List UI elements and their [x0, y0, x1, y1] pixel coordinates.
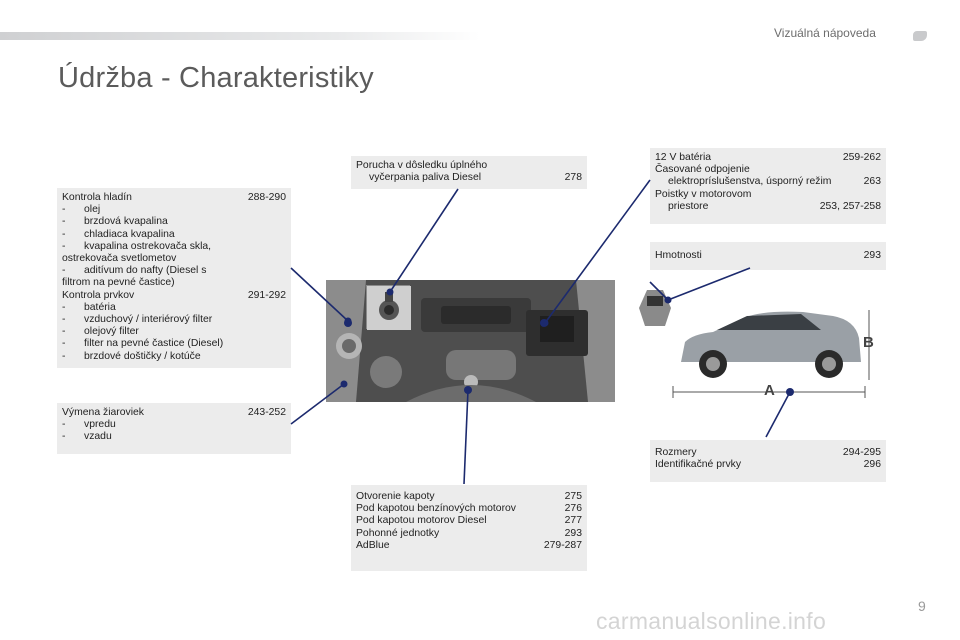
- list-item: -olejový filter: [62, 326, 139, 338]
- dimensions-box: Rozmery 294-295 Identifikačné prvky 296: [650, 440, 886, 482]
- list-item: -brzdové doštičky / kotúče: [62, 350, 201, 362]
- weights-pages: 293: [863, 250, 881, 261]
- list-item: -filter na pevné častice (Diesel): [62, 338, 224, 350]
- fuel-row: vyčerpania paliva Diesel 278: [356, 172, 582, 184]
- height-label: B: [863, 334, 874, 351]
- timer-pages: 263: [863, 176, 881, 188]
- watermark: carmanualsonline.info: [596, 608, 827, 634]
- levels-check-pages: 288-290: [247, 192, 286, 203]
- list-item: -brzdová kvapalina: [62, 216, 168, 228]
- header-rule: [0, 32, 480, 40]
- list-item: -chladiaca kvapalina: [62, 228, 175, 240]
- timer-row: elektropríslušenstva, úsporný režim 263: [655, 176, 881, 188]
- timer-line2: elektropríslušenstva, úsporný režim: [668, 176, 832, 188]
- list-item-continuation: ostrekovača svetlometov: [62, 253, 177, 265]
- identification-pages: 296: [863, 459, 881, 471]
- car-dimensions-image: A B: [633, 282, 885, 402]
- list-item: -vzadu: [62, 431, 112, 443]
- length-label: A: [764, 382, 775, 399]
- list-item: -kvapalina ostrekovača skla,: [62, 240, 212, 252]
- weights-label: Hmotnosti: [655, 250, 702, 261]
- list-item: -aditívum do nafty (Diesel s: [62, 265, 207, 277]
- identification-row[interactable]: Identifikačné prvky 296: [655, 459, 881, 471]
- battery-row[interactable]: 12 V batéria 259-262: [655, 152, 881, 164]
- bulbs-row[interactable]: Výmena žiaroviek 243-252: [62, 407, 286, 419]
- engine-bay-image: [326, 280, 615, 402]
- battery-box: 12 V batéria 259-262 Časované odpojenie …: [650, 148, 886, 224]
- bulbs-label: Výmena žiaroviek: [62, 407, 145, 418]
- fuel-line2: vyčerpania paliva Diesel: [369, 172, 482, 184]
- page-number: 9: [918, 598, 926, 614]
- levels-box: Kontrola hladín 288-290 -olej -brzdová k…: [57, 188, 291, 368]
- list-item-continuation: filtrom na pevné častice): [62, 277, 175, 289]
- bulbs-pages: 243-252: [247, 407, 286, 418]
- weights-row: Hmotnosti 293: [655, 250, 881, 262]
- list-item: -vzduchový / interiérový filter: [62, 314, 213, 326]
- components-check-pages: 291-292: [247, 289, 286, 301]
- bulbs-box: Výmena žiaroviek 243-252 -vpredu -vzadu: [57, 403, 291, 454]
- list-item: -vpredu: [62, 419, 116, 431]
- dimensions-row[interactable]: Rozmery 294-295: [655, 447, 881, 459]
- levels-check-label: Kontrola hladín: [62, 192, 132, 203]
- levels-check-row[interactable]: Kontrola hladín 288-290: [62, 192, 286, 204]
- dimensions-pages: 294-295: [842, 447, 881, 458]
- fuses-line1[interactable]: Poistky v motorovom: [655, 188, 752, 200]
- battery-label: 12 V batéria: [655, 152, 712, 163]
- list-item: -batéria: [62, 301, 116, 313]
- components-check-row[interactable]: Kontrola prvkov 291-292: [62, 290, 286, 302]
- page-title: Údržba - Charakteristiky: [58, 62, 374, 94]
- vin-plate-icon: [639, 290, 671, 326]
- fuel-box[interactable]: Porucha v dôsledku úplného vyčerpania pa…: [351, 156, 587, 189]
- corner-tab-marker: [913, 31, 927, 41]
- fuel-pump-inset-image: [366, 285, 411, 330]
- fuel-line1: Porucha v dôsledku úplného: [356, 160, 488, 171]
- list-item: -olej: [62, 204, 101, 216]
- dimensions-label: Rozmery: [655, 447, 697, 458]
- fuses-row: priestore 253, 257-258: [655, 201, 881, 213]
- battery-pages: 259-262: [842, 152, 881, 163]
- identification-label: Identifikačné prvky: [655, 459, 742, 471]
- fuses-line2: priestore: [668, 200, 709, 212]
- weights-box[interactable]: Hmotnosti 293: [650, 242, 886, 270]
- section-title: Vizuálná nápoveda: [774, 26, 876, 40]
- fuel-pages: 278: [564, 172, 582, 184]
- fuses-pages: 253, 257-258: [819, 200, 881, 212]
- components-check-label: Kontrola prvkov: [62, 289, 135, 301]
- timer-line1[interactable]: Časované odpojenie: [655, 164, 750, 176]
